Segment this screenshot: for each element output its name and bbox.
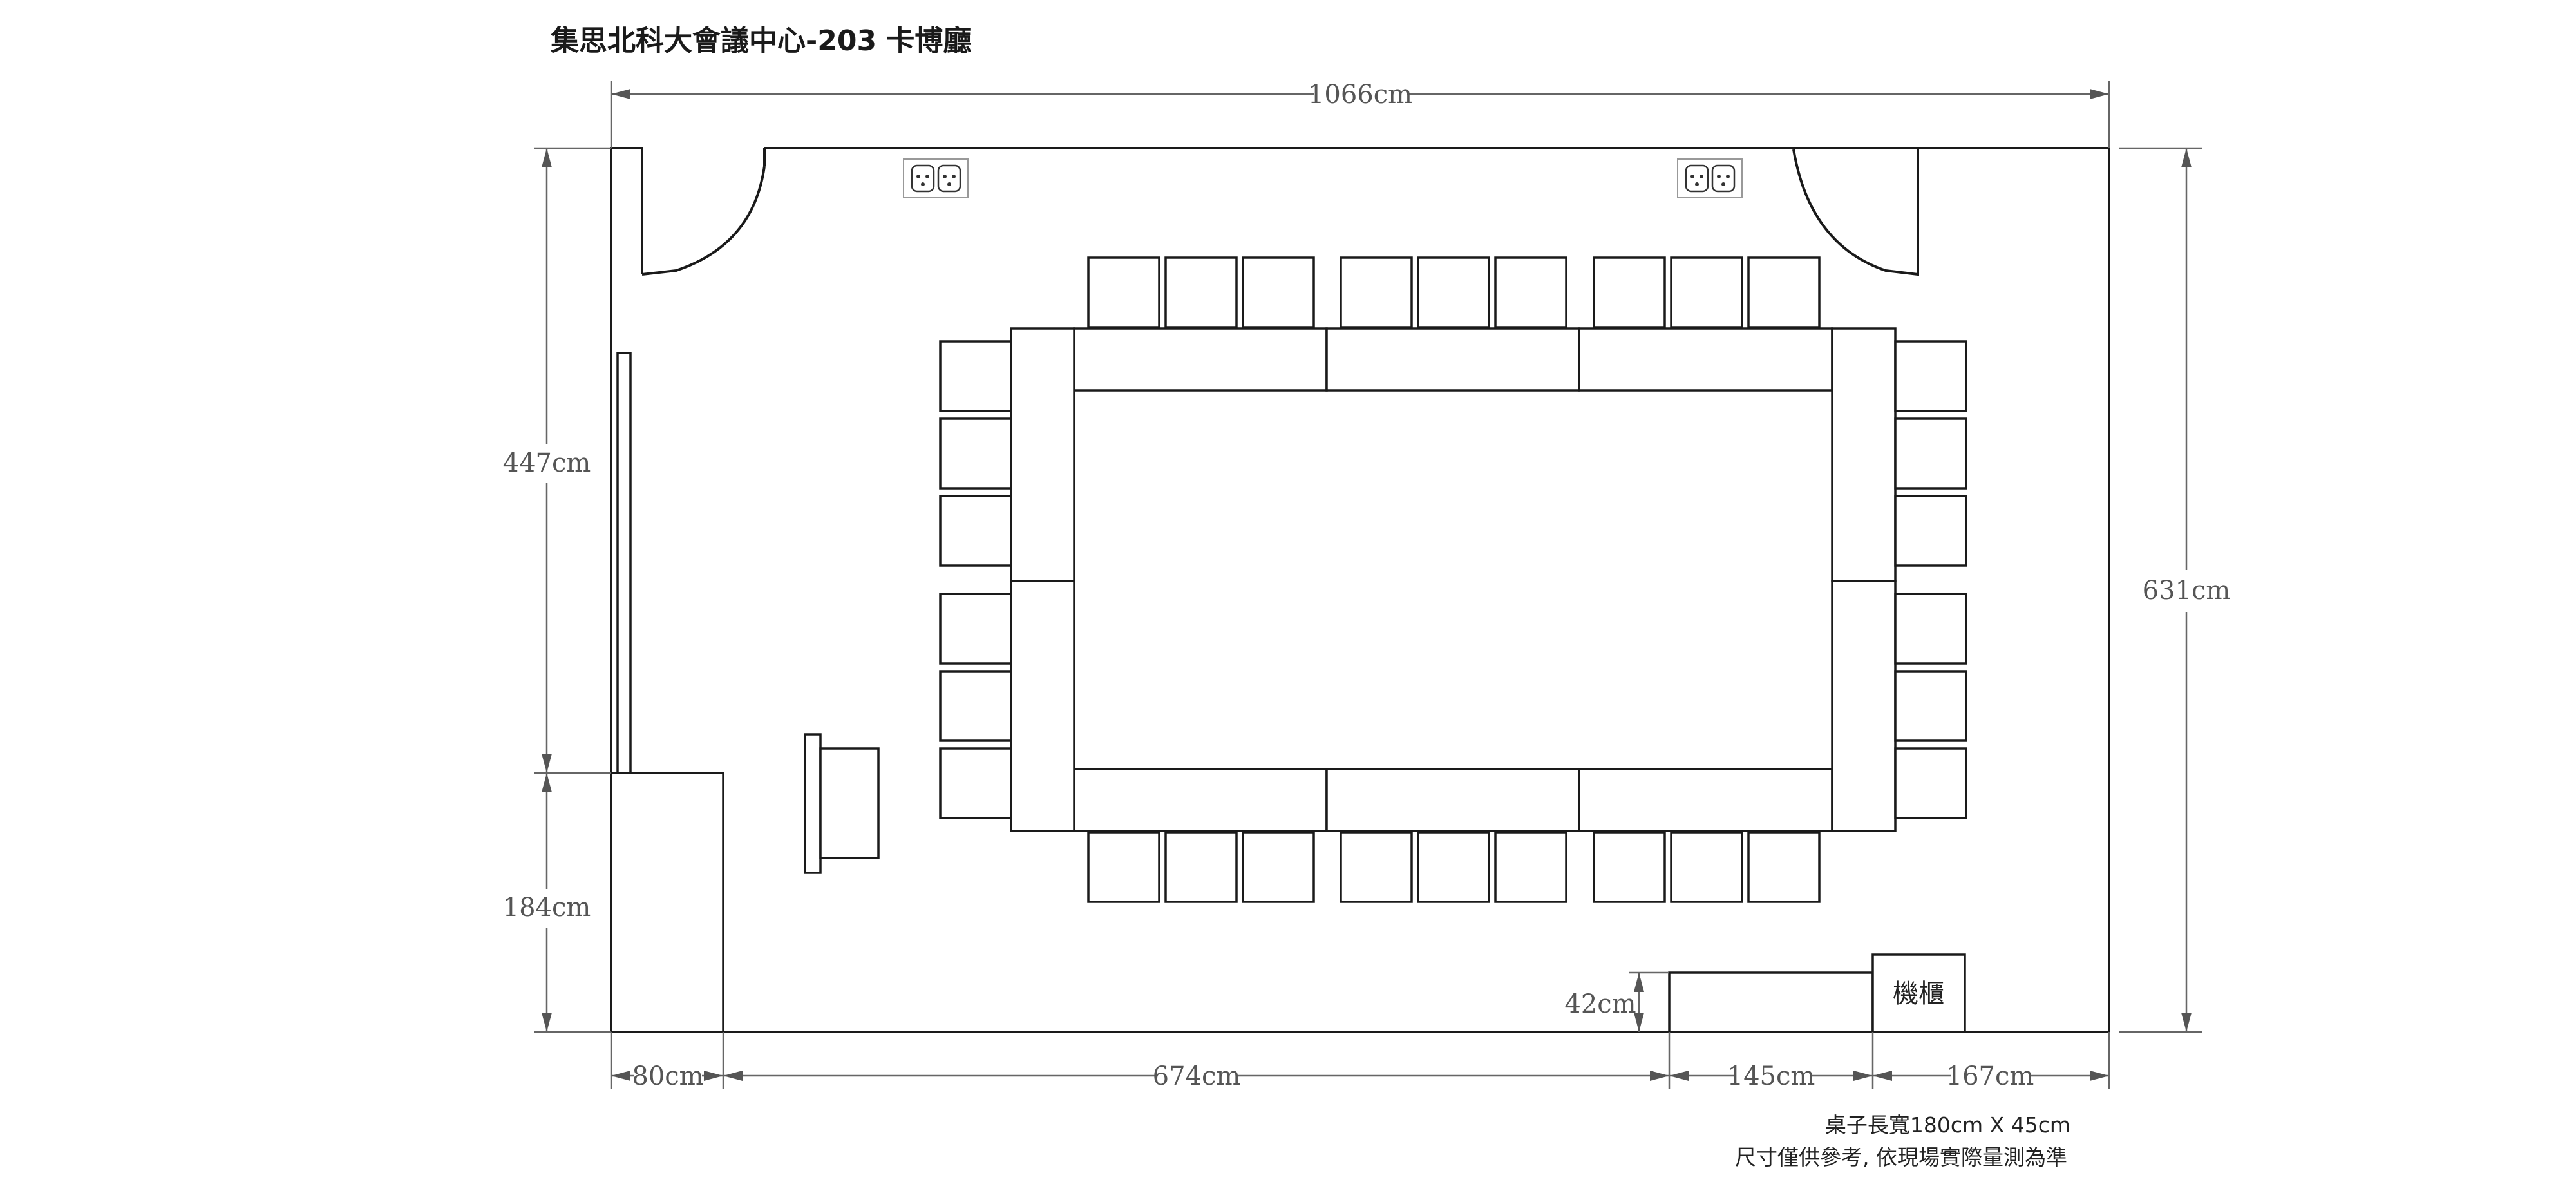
whiteboard	[616, 352, 632, 774]
chair	[1242, 256, 1315, 329]
dimension-left-upper-height: 447cm	[503, 448, 591, 478]
table	[1831, 580, 1897, 832]
dimension-overall-height: 631cm	[2143, 576, 2231, 606]
chair	[1417, 831, 1490, 903]
chair	[1894, 593, 1967, 665]
table	[1073, 768, 1328, 832]
table	[1578, 768, 1833, 832]
dimension-cabinet-width: 167cm	[1946, 1062, 2034, 1091]
chair	[1417, 256, 1490, 329]
table	[1325, 327, 1580, 392]
podium-icon	[804, 733, 880, 874]
chair	[1894, 340, 1967, 412]
chair	[1494, 831, 1567, 903]
chair	[1593, 831, 1666, 903]
chair	[939, 417, 1012, 490]
dimension-left-block-width: 80cm	[632, 1062, 703, 1091]
chair	[939, 747, 1012, 819]
conference-table	[1010, 327, 1897, 832]
page-title: 集思北科大會議中心-203 卡博廳	[550, 24, 971, 57]
chair	[1340, 831, 1413, 903]
dimension-overall-width: 1066cm	[1308, 80, 1412, 110]
dimension-bench-depth: 42cm	[1564, 989, 1636, 1019]
table	[1010, 580, 1075, 832]
table	[1578, 327, 1833, 392]
dimension-left-lower-height: 184cm	[503, 893, 591, 922]
chair	[939, 495, 1012, 567]
chair	[939, 340, 1012, 412]
power-outlet-icon	[903, 158, 969, 198]
chair	[939, 670, 1012, 742]
table	[1073, 327, 1328, 392]
dimension-lines	[534, 81, 2202, 1089]
chair	[1340, 256, 1413, 329]
cabinet-label: 機櫃	[1893, 979, 1944, 1009]
dimension-bench-width: 145cm	[1727, 1062, 1815, 1091]
chair	[1670, 831, 1743, 903]
chair	[1087, 256, 1160, 329]
chair	[1494, 256, 1567, 329]
left-door-swing	[641, 166, 766, 276]
left-storage-block	[610, 772, 724, 1033]
chair	[1894, 670, 1967, 742]
chair	[1894, 747, 1967, 819]
chair	[1164, 831, 1238, 903]
chair	[1894, 495, 1967, 567]
chair	[1593, 256, 1666, 329]
table	[1831, 327, 1897, 582]
cabinet	[1871, 953, 1966, 1033]
chair	[1747, 256, 1821, 329]
bench	[1668, 971, 1874, 1033]
table	[1010, 327, 1075, 582]
chair	[1747, 831, 1821, 903]
chair	[1242, 831, 1315, 903]
dimension-middle-width: 674cm	[1153, 1062, 1241, 1091]
chair	[1164, 256, 1238, 329]
room-walls	[610, 147, 2110, 1033]
chair	[939, 593, 1012, 665]
table-size-note: 桌子長寬180cm X 45cm	[1825, 1112, 2070, 1138]
chair	[1087, 831, 1160, 903]
chair	[1670, 256, 1743, 329]
disclaimer-note: 尺寸僅供參考, 依現場實際量測為準	[1735, 1145, 2067, 1170]
table	[1325, 768, 1580, 832]
power-outlet-icon	[1677, 158, 1743, 198]
chair	[1894, 417, 1967, 490]
